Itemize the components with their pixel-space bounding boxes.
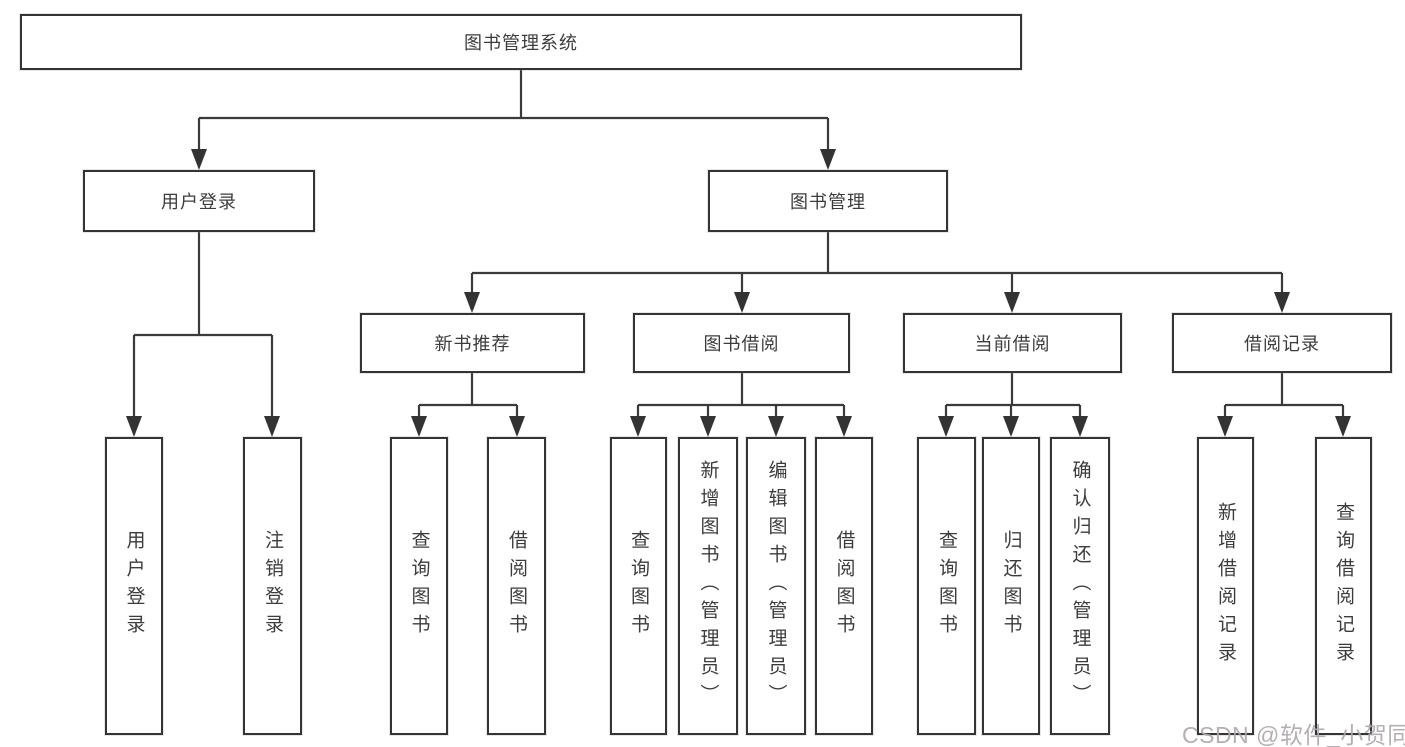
node-label: 图书管理系统 <box>464 33 578 53</box>
node-label: 新增借阅记录 <box>1215 502 1236 670</box>
arrowheads <box>126 149 1351 437</box>
node-label: 借阅图书 <box>833 530 855 642</box>
node-borrowing-records: 借阅记录 <box>1172 313 1392 373</box>
node-leaf-borrow-books-borrowing: 借阅图书 <box>815 437 873 735</box>
node-leaf-query-books-borrowing: 查询图书 <box>610 437 667 735</box>
node-library-management-system: 图书管理系统 <box>20 14 1022 70</box>
node-leaf-return-books: 归还图书 <box>982 437 1040 735</box>
node-label: 查询借阅记录 <box>1333 502 1354 670</box>
node-label: 借阅图书 <box>506 530 527 642</box>
node-label: 借阅记录 <box>1244 334 1320 354</box>
node-label: 图书借阅 <box>703 334 780 354</box>
node-label: 用户登录 <box>123 530 145 642</box>
node-new-book-recommendation: 新书推荐 <box>360 313 585 373</box>
node-leaf-add-books-admin: 新增图书（管理员） <box>678 437 738 735</box>
tree-connector-path <box>132 70 1345 418</box>
node-label: 编辑图书（管理员） <box>765 460 787 712</box>
node-book-borrowing: 图书借阅 <box>633 313 850 373</box>
node-label: 新增图书（管理员） <box>697 460 719 712</box>
node-leaf-edit-books-admin: 编辑图书（管理员） <box>746 437 806 735</box>
node-leaf-query-books-rec: 查询图书 <box>390 437 448 735</box>
node-leaf-add-borrow-record: 新增借阅记录 <box>1197 437 1254 735</box>
node-leaf-query-borrow-record: 查询借阅记录 <box>1315 437 1372 735</box>
node-label: 归还图书 <box>1000 530 1022 642</box>
node-label: 确认归还（管理员） <box>1069 460 1091 712</box>
node-label: 注销登录 <box>262 530 283 642</box>
node-label: 查询图书 <box>628 530 649 642</box>
node-label: 新书推荐 <box>434 334 511 354</box>
node-leaf-logout: 注销登录 <box>243 437 302 735</box>
node-leaf-user-login: 用户登录 <box>105 437 163 735</box>
node-leaf-borrow-books-rec: 借阅图书 <box>487 437 546 735</box>
node-label: 查询图书 <box>408 530 430 642</box>
node-current-borrowing: 当前借阅 <box>903 313 1122 373</box>
node-label: 查询图书 <box>936 530 957 642</box>
node-user-login-branch: 用户登录 <box>83 170 315 232</box>
node-label: 图书管理 <box>790 192 866 212</box>
node-label: 用户登录 <box>161 192 237 212</box>
node-leaf-query-books-current: 查询图书 <box>917 437 976 735</box>
node-book-management-branch: 图书管理 <box>708 170 948 232</box>
node-leaf-confirm-return-admin: 确认归还（管理员） <box>1050 437 1110 735</box>
node-label: 当前借阅 <box>974 334 1051 354</box>
